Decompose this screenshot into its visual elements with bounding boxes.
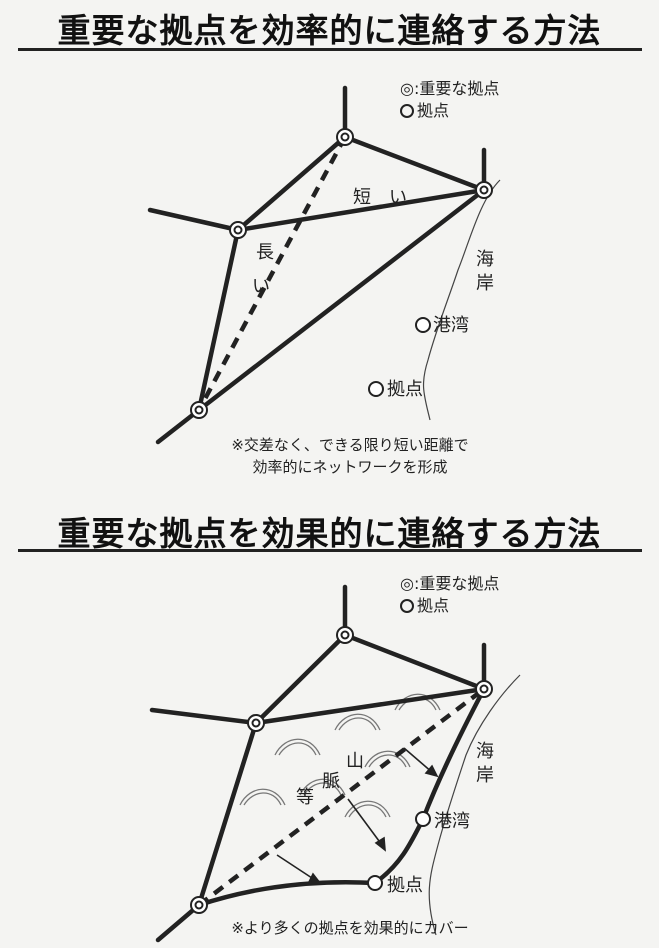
title-underline: [18, 48, 642, 51]
network-edge: [253, 686, 487, 726]
label-mountain: 脈: [322, 771, 340, 792]
network-edge: [196, 720, 259, 908]
coastline: [422, 179, 501, 421]
label-coast: 海: [476, 741, 494, 762]
legend-important: ◎:重要な拠点: [400, 574, 500, 593]
important-node: [336, 128, 354, 146]
legend-important: ◎:重要な拠点: [400, 79, 500, 98]
panel-title: 重要な拠点を効率的に連絡する方法: [57, 11, 602, 50]
label-long: い: [252, 276, 270, 297]
efficient-network-panel: 重要な拠点を効率的に連絡する方法 ◎:重要な拠点 拠点: [18, 11, 642, 476]
network-edge: [196, 227, 241, 413]
network-edge: [235, 134, 348, 233]
important-node: [247, 714, 265, 732]
label-base: 拠点: [387, 875, 423, 896]
efficient-network-diagram: 短 い 長 い 海 岸 港湾 拠点: [147, 85, 501, 445]
label-coast: 海: [476, 249, 494, 270]
label-base: 拠点: [387, 379, 423, 400]
important-node: [190, 401, 208, 419]
legend: ◎:重要な拠点 拠点: [400, 573, 499, 617]
effective-network-panel: 重要な拠点を効果的に連絡する方法 ◎:重要な拠点 拠点: [0, 505, 659, 948]
direct-dashed-route: [197, 687, 486, 907]
coastline: [428, 674, 521, 936]
road-stub: [147, 207, 241, 233]
top-note: ※交差なく、できる限り短い距離で 効率的にネットワークを形成: [231, 436, 469, 476]
base-node: [368, 381, 384, 397]
important-node: [336, 626, 354, 644]
label-mountain: 山: [346, 751, 364, 772]
port-node: [415, 811, 431, 827]
network-edge: [196, 187, 487, 413]
network-edge-short: [235, 187, 487, 233]
label-long: 長: [256, 242, 274, 263]
base-node: [367, 875, 383, 891]
effective-network-diagram: 等 山 脈 海 岸 港湾 拠点: [149, 584, 521, 943]
label-port: 港湾: [434, 811, 470, 832]
label-short: 短 い: [353, 187, 407, 208]
network-edge: [342, 632, 487, 692]
legend-base: 拠点: [400, 100, 499, 122]
port-node: [415, 317, 431, 333]
important-node: [475, 181, 493, 199]
important-node: [229, 221, 247, 239]
network-edge: [253, 632, 348, 726]
panel-title: 重要な拠点を効果的に連絡する方法: [57, 514, 602, 553]
legend: ◎:重要な拠点 拠点: [400, 78, 499, 122]
label-coast: 岸: [476, 765, 494, 786]
important-node: [190, 896, 208, 914]
long-dashed-route: [197, 135, 347, 412]
legend-base: 拠点: [400, 595, 499, 617]
important-node: [475, 680, 493, 698]
mountain-range: [239, 693, 441, 818]
base-node-icon: [400, 104, 414, 118]
network-edge: [342, 134, 487, 193]
label-mountain: 等: [296, 787, 314, 808]
base-node-icon: [400, 599, 414, 613]
coastal-route: [196, 686, 487, 908]
label-coast: 岸: [476, 273, 494, 294]
title-underline: [18, 549, 642, 552]
bottom-note: ※より多くの拠点を効果的にカバー: [231, 919, 469, 937]
road-stub: [149, 707, 259, 726]
coverage-arrows: [276, 747, 439, 884]
label-port: 港湾: [433, 315, 469, 336]
